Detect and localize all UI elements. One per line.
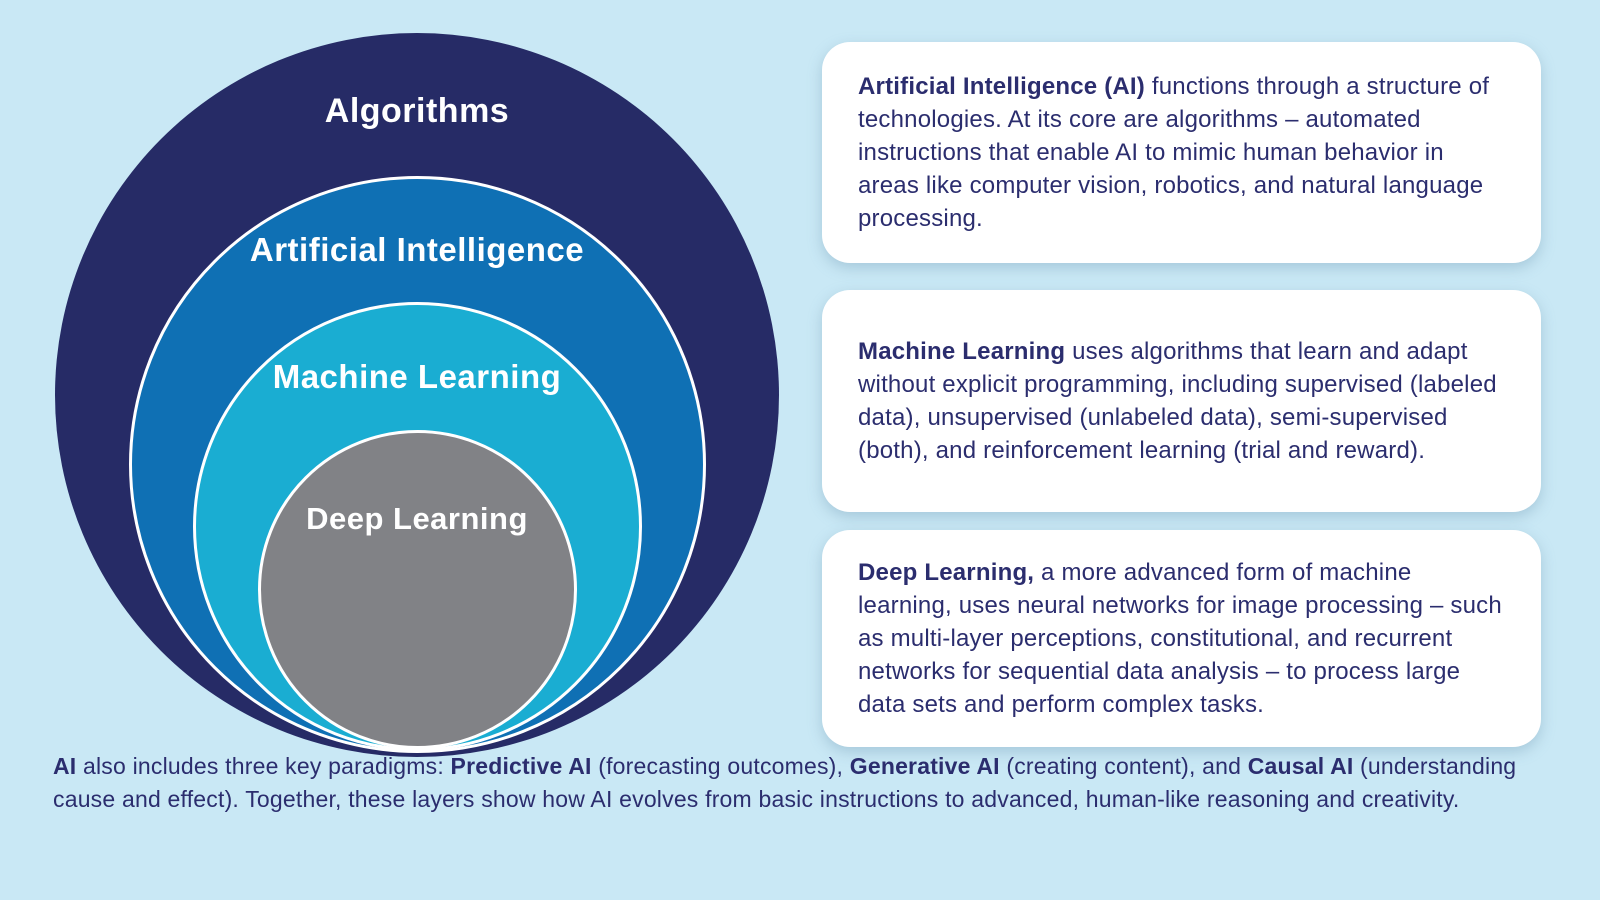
footer-paragraph: AI also includes three key paradigms: Pr… <box>53 750 1533 816</box>
card-deep-learning-lead: Deep Learning, <box>858 559 1035 586</box>
ring-label-artificial-intelligence: Artificial Intelligence <box>249 231 585 268</box>
ring-label-deep-learning: Deep Learning <box>306 501 528 536</box>
card-artificial-intelligence-body: functions through a structure of technol… <box>858 73 1490 232</box>
ring-label-algorithms: Algorithms <box>324 92 510 130</box>
nested-circles-diagram: Algorithms Artificial Intelligence Machi… <box>0 0 820 780</box>
footer-ai: AI <box>53 753 77 779</box>
footer-generative-ai: Generative AI <box>849 753 1000 779</box>
footer-seg-5: (creating content), and <box>999 753 1248 779</box>
footer-causal-ai: Causal AI <box>1247 753 1354 779</box>
card-machine-learning-body: uses algorithms that learn and adapt wit… <box>858 338 1497 464</box>
card-artificial-intelligence-text: Artificial Intelligence (AI) functions t… <box>858 70 1503 235</box>
footer-seg-7: (understanding cause and effect). Togeth… <box>53 753 1517 812</box>
card-deep-learning-body: a more advanced form of machine learning… <box>858 559 1502 718</box>
card-deep-learning-text: Deep Learning, a more advanced form of m… <box>858 556 1503 721</box>
card-deep-learning: Deep Learning, a more advanced form of m… <box>822 530 1541 747</box>
card-machine-learning-lead: Machine Learning <box>858 338 1066 365</box>
card-machine-learning: Machine Learning uses algorithms that le… <box>822 290 1541 512</box>
card-artificial-intelligence: Artificial Intelligence (AI) functions t… <box>822 42 1541 263</box>
footer-seg-1: also includes three key paradigms: <box>76 753 451 779</box>
footer-seg-3: (forecasting outcomes), <box>591 753 850 779</box>
card-machine-learning-text: Machine Learning uses algorithms that le… <box>858 335 1503 467</box>
card-artificial-intelligence-lead: Artificial Intelligence (AI) <box>858 73 1145 100</box>
ring-label-machine-learning: Machine Learning <box>272 358 562 395</box>
footer-predictive-ai: Predictive AI <box>450 753 592 779</box>
ring-deep-learning <box>258 430 577 749</box>
